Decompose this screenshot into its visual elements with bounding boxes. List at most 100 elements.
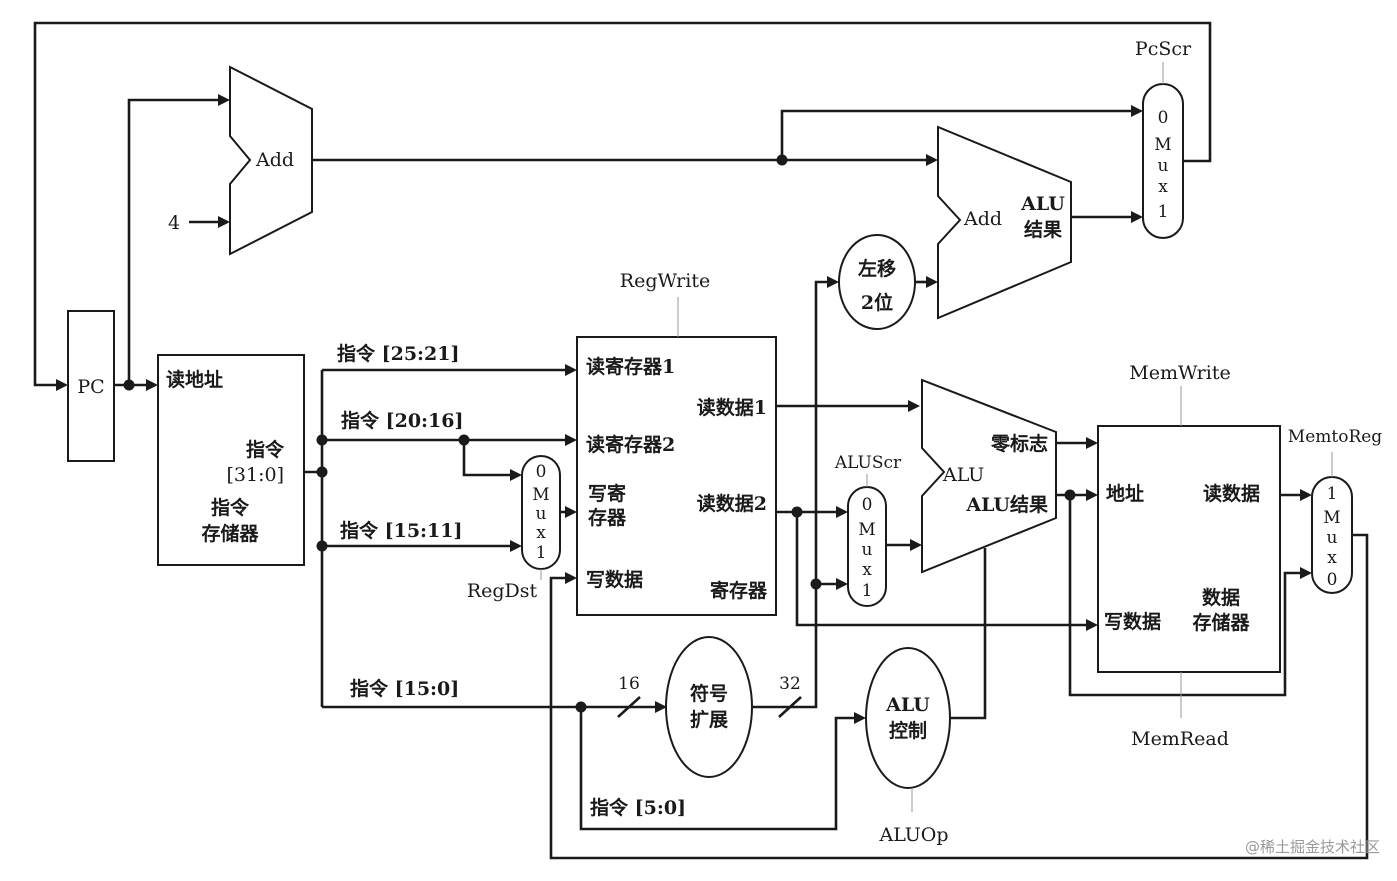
aluscr-mux-in1: 1 <box>862 581 873 601</box>
arrow-aluscr-0 <box>836 506 848 518</box>
pcscr-mux-m: M <box>1154 135 1171 155</box>
aluscr-mux-m: M <box>858 520 875 540</box>
arrow-branch-a <box>926 154 938 166</box>
sign-extend-line1: 符号 <box>690 682 728 705</box>
reg-read-data1-label: 读数据1 <box>697 396 767 419</box>
arrow-pcscr-1 <box>1131 211 1143 223</box>
arrowheads <box>56 94 1312 724</box>
bus-5-0-label: 指令 [5:0] <box>590 796 686 819</box>
slash-16 <box>617 696 641 718</box>
control-ticks <box>540 62 1333 812</box>
arrow-regdst-1 <box>510 540 522 552</box>
arrow-memtoreg-1 <box>1300 489 1312 501</box>
arrow-imem-in <box>146 379 158 391</box>
imem-instr-label: 指令 <box>246 438 285 461</box>
arrow-write-reg <box>565 506 577 518</box>
arrow-dmem-write <box>1086 619 1098 631</box>
wire-alu-ctrl-out <box>950 548 987 720</box>
pc-adder <box>229 65 313 256</box>
aluscr-mux-u: u <box>862 540 873 560</box>
alu-control <box>865 647 951 789</box>
dmem-write-data-label: 写数据 <box>1104 610 1161 633</box>
dmem-addr-label: 地址 <box>1106 482 1144 505</box>
width-32-label: 32 <box>779 674 801 694</box>
dot-rt-branch <box>458 434 470 446</box>
branch-adder-result-line1: ALU <box>1020 193 1065 215</box>
dot-read-data2 <box>791 506 803 518</box>
arrow-pc-in <box>56 379 68 391</box>
regdst-mux-m: M <box>532 485 549 505</box>
sign-extend <box>665 636 753 778</box>
alu-result-label: ALU结果 <box>965 493 1048 516</box>
arrow-write-data <box>565 572 577 584</box>
slash-32 <box>778 696 802 718</box>
reg-write-reg-line2: 存器 <box>588 506 627 529</box>
arrow-adder-b <box>218 216 230 228</box>
signal-aluscr: ALUScr <box>834 453 902 473</box>
dot-imm32 <box>810 578 822 590</box>
alu-label: ALU <box>942 464 984 486</box>
shift-left-line2: 2位 <box>861 291 893 314</box>
register-file <box>576 336 777 616</box>
imem-name-line1: 指令 <box>211 496 250 519</box>
pc-label: PC <box>77 376 104 398</box>
dot-pc <box>123 379 135 391</box>
dmem-read-data-label: 读数据 <box>1203 482 1260 505</box>
signal-regwrite: RegWrite <box>620 270 710 292</box>
wire-pc-plus4-to-mux <box>780 109 1136 160</box>
regdst-mux-in1: 1 <box>536 543 547 563</box>
arrow-shift-in <box>827 276 839 288</box>
wire-read-data2-to-mem <box>795 512 1091 627</box>
dmem-name-line2: 存储器 <box>1192 611 1250 634</box>
memtoreg-mux-m: M <box>1323 508 1340 528</box>
memtoreg-mux-labels: 1 M u x 0 <box>1323 484 1340 590</box>
signal-regdst: RegDst <box>467 580 538 602</box>
arrow-zero <box>1086 437 1098 449</box>
imem-read-addr-label: 读地址 <box>166 368 223 391</box>
imem-name-line2: 存储器 <box>201 522 259 545</box>
sign-extend-line2: 扩展 <box>690 709 728 731</box>
arrow-regdst-0 <box>510 469 522 481</box>
arrow-alu-a <box>908 400 920 412</box>
pcscr-mux-in1: 1 <box>1158 202 1169 222</box>
signal-pcscr: PcScr <box>1135 38 1192 60</box>
arrow-adder-a <box>218 94 230 106</box>
reg-read-reg1-label: 读寄存器1 <box>586 355 675 378</box>
reg-read-data2-label: 读数据2 <box>697 492 767 515</box>
signal-memread: MemRead <box>1131 728 1229 750</box>
signal-memwrite: MemWrite <box>1129 362 1230 384</box>
alu-control-line2: 控制 <box>889 719 927 742</box>
reg-write-reg-line1: 写寄 <box>588 482 626 505</box>
memtoreg-mux-u: u <box>1327 528 1338 548</box>
arrow-memtoreg-0 <box>1300 567 1312 579</box>
wire-rt-to-mux <box>462 440 515 477</box>
junctions <box>123 154 1076 713</box>
wire-next-pc <box>33 21 1212 387</box>
memtoreg-mux-in0: 0 <box>1327 570 1338 590</box>
regdst-mux-labels: 0 M u x 1 <box>532 462 549 563</box>
pc-register <box>67 310 115 462</box>
wire-pc-to-adder <box>127 98 223 385</box>
bus-20-16-label: 指令 [20:16] <box>341 409 464 432</box>
arrow-aluscr-1 <box>836 578 848 590</box>
arrow-read-reg1 <box>565 364 577 376</box>
arrow-sign-ext-in <box>655 701 667 713</box>
dot-pc-plus4 <box>776 154 788 166</box>
imem-instr-bits-label: [31:0] <box>227 464 285 486</box>
dot-funct <box>575 701 587 713</box>
branch-adder-label: Add <box>963 208 1002 230</box>
reg-write-data-label: 写数据 <box>586 568 643 591</box>
regdst-mux-in0: 0 <box>536 462 547 482</box>
signal-memtoreg: MemtoReg <box>1288 427 1383 447</box>
wire-funct <box>579 707 859 831</box>
signal-aluop: ALUOp <box>878 824 948 846</box>
arrow-pcscr-0 <box>1131 105 1143 117</box>
pcscr-mux-x: x <box>1158 177 1168 197</box>
pcscr-mux-labels: 0 M u x 1 <box>1154 108 1171 222</box>
arrow-alu-ctrl-in <box>854 712 866 724</box>
bus-25-21-label: 指令 [25:21] <box>337 342 460 365</box>
dot-instr-out <box>316 466 328 478</box>
reg-name-label: 寄存器 <box>710 579 768 602</box>
dot-instr-rt <box>316 434 328 446</box>
branch-adder <box>937 125 1072 320</box>
